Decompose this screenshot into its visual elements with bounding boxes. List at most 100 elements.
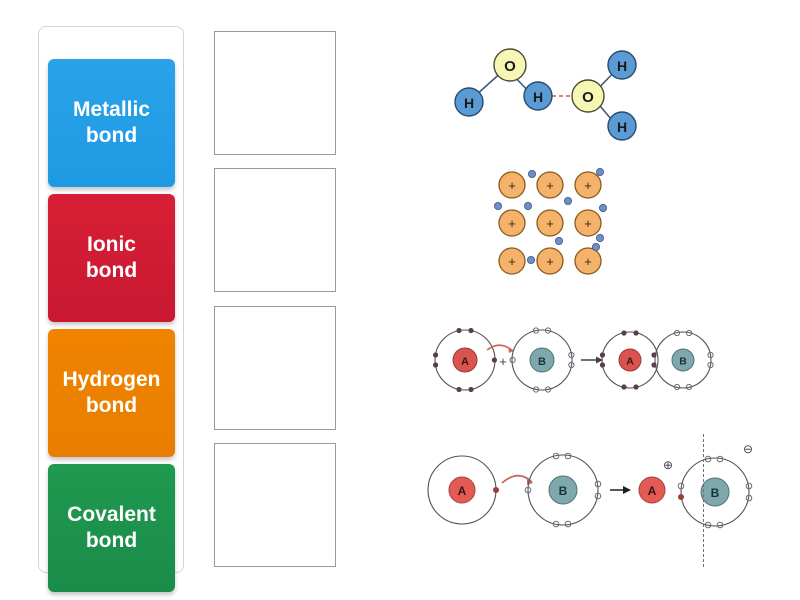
free-electron [527,256,536,265]
atom-nucleus [548,475,578,505]
atom-label-b: B [711,486,720,500]
covalent-bond-illustration: A + B [425,310,714,410]
cation-plus-symbol: + [584,216,592,231]
cation-plus-symbol: + [584,178,592,193]
metal-cation: + [498,209,526,237]
free-electron-sea [494,168,608,265]
oxygen-atom [571,79,605,113]
reaction-arrow [581,356,603,364]
electron-shell [601,331,659,389]
free-electron [494,202,502,211]
atom-nucleus [700,477,730,507]
metal-cation-lattice: + + + + + + + [498,171,602,275]
covalent-molecule-after: A B [599,329,714,391]
electron-shell [511,329,573,391]
metal-cation: + [536,171,564,199]
free-electron [592,243,601,252]
metal-cation: + [574,247,602,275]
cation-plus-symbol: + [546,254,554,269]
atom-nucleus [452,347,478,373]
arrow-head [508,347,513,353]
water-molecule-left: O H H [454,48,553,117]
cation-plus-symbol: + [546,178,554,193]
free-electron [599,204,608,213]
valence-electrons [677,455,753,529]
positive-charge-symbol: ⊕ [663,458,673,472]
electron-shell [654,331,712,389]
transferred-electron [678,494,684,500]
drop-zone-3[interactable] [214,306,336,430]
atom-label-a: A [626,356,634,368]
valence-electrons [433,327,497,393]
atom-nucleus [448,476,476,504]
free-electron [596,168,605,176]
hydrogen-atom [607,50,637,80]
metal-cation: + [536,209,564,237]
drop-zone-1[interactable] [214,31,336,155]
hydrogen-atom-label: H [617,119,627,135]
valence-electron [493,487,499,493]
valence-electrons [599,330,639,390]
hydrogen-atom [607,111,637,141]
atom-nucleus [638,476,666,504]
negative-charge-symbol: ⊖ [743,442,753,456]
reaction-arrow [610,486,631,494]
atom-label-a: A [458,484,467,498]
metal-cation: + [536,247,564,275]
ionic-cation-a-after: A ⊕ [638,458,673,504]
hydrogen-atom [454,87,484,117]
atom-label-a: A [461,356,469,368]
atom-nucleus [618,348,642,372]
cation-plus-symbol: + [508,216,516,231]
atom-nucleus [529,347,555,373]
metal-cation: + [574,209,602,237]
hydrogen-atom-label: H [617,58,627,74]
metallic-bond-illustration: + + + + + + + [494,168,608,278]
atom-label-a: A [648,484,657,498]
hydrogen-atom-label: H [533,89,543,105]
ionic-bond-illustration: A B A ⊕ [420,435,753,555]
valence-electrons [673,329,714,391]
cation-plus-symbol: + [584,254,592,269]
cation-plus-symbol: + [508,254,516,269]
free-electron [523,202,532,211]
hydrogen-atom-label: H [464,95,474,111]
free-electron [555,237,564,246]
hydrogen-bond-illustration: O H H O H H [445,34,645,144]
metal-cation: + [498,171,526,199]
oxygen-atom-label: O [504,58,516,75]
metal-cation: + [574,171,602,199]
electron-shell [680,457,750,527]
free-electron [528,170,537,178]
shared-electron-pair [651,352,657,368]
covalent-atom-a-before: A [433,327,497,393]
drop-zone-2[interactable] [214,168,336,292]
oxygen-atom [493,48,527,82]
valence-electrons [524,452,602,528]
valence-electrons [509,327,575,393]
page-divider [703,434,704,567]
oxygen-atom-label: O [582,89,594,106]
atom-label-b: B [538,356,546,368]
cation-plus-symbol: + [508,178,516,193]
metal-cation: + [498,247,526,275]
atom-label-b: B [679,356,687,368]
atom-label-b: B [559,484,568,498]
plus-operator: + [499,354,507,369]
atom-nucleus [671,348,695,372]
cation-plus-symbol: + [546,216,554,231]
free-electron [564,196,573,205]
ionic-atom-b-before: B [524,452,602,528]
electron-shell [527,454,599,526]
hydrogen-atom [523,81,553,111]
drop-zone-4[interactable] [214,443,336,567]
